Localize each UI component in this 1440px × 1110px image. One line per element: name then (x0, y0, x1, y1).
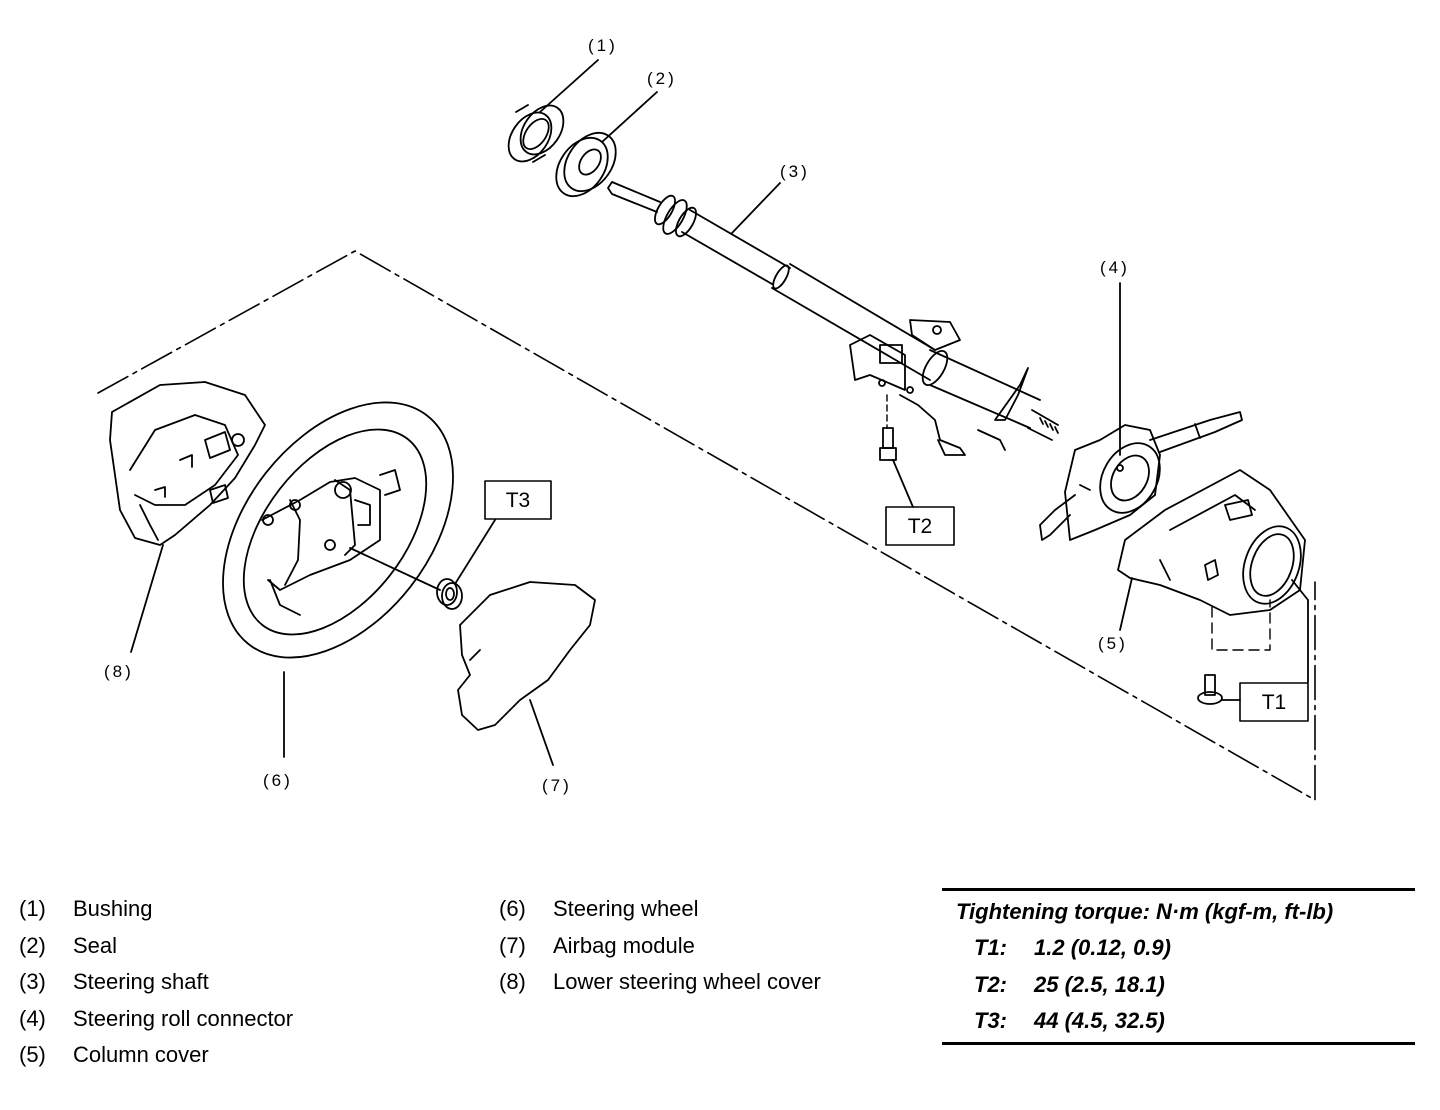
legend-item: (6) Steering wheel (499, 891, 821, 928)
assembly-boundary-line (97, 250, 1316, 801)
cover-alignment-dashes (1211, 599, 1271, 651)
torque-value: 1.2 (0.12, 0.9) (1034, 935, 1171, 960)
bushing-part (507, 104, 565, 163)
torque-code: T1: (974, 935, 1007, 960)
torque-box-t1: T1 (1262, 691, 1287, 714)
seal-part (555, 132, 617, 197)
legend-name: Lower steering wheel cover (553, 969, 821, 994)
legend-name: Steering wheel (553, 896, 699, 921)
steering-roll-connector-part (1039, 411, 1243, 541)
callout-1: (1) (588, 36, 618, 55)
torque-box-t2: T2 (908, 515, 933, 538)
legend-item: (5) Column cover (19, 1037, 293, 1074)
callout-6: (6) (263, 771, 293, 790)
callout-4: (4) (1100, 258, 1130, 277)
legend-number: (8) (499, 969, 526, 994)
column-cover-part (1117, 469, 1306, 616)
tightening-torque-table: Tightening torque: N·m (kgf-m, ft-lb) T1… (942, 888, 1415, 1045)
legend-item: (8) Lower steering wheel cover (499, 964, 821, 1001)
legend-item: (4) Steering roll connector (19, 1001, 293, 1038)
parts-legend-middle: (6) Steering wheel (7) Airbag module (8) Lo… (499, 891, 821, 1001)
legend-item: (2) Seal (19, 928, 293, 965)
legend-number: (7) (499, 932, 526, 958)
legend-item: (1) Bushing (19, 891, 293, 928)
legend-name: Seal (73, 932, 118, 958)
legend-number: (6) (499, 896, 526, 921)
legend-name: Column cover (73, 1042, 209, 1067)
steering-wheel-part (222, 401, 454, 659)
torque-value: 44 (4.5, 32.5) (1034, 1008, 1165, 1033)
legend-number: (1) (19, 896, 46, 921)
legend-item: (3) Steering shaft (19, 964, 293, 1001)
airbag-module-part (457, 581, 596, 731)
legend-number: (2) (19, 932, 46, 958)
callout-2: (2) (647, 69, 677, 88)
lower-steering-wheel-cover-part (109, 381, 266, 546)
legend-item: (7) Airbag module (499, 928, 821, 965)
t2-bolt (879, 427, 897, 461)
legend-number: (5) (19, 1042, 46, 1067)
torque-row-t1: T1: 1.2 (0.12, 0.9) (974, 935, 1171, 961)
legend-number: (4) (19, 1005, 46, 1031)
torque-code: T3: (974, 1008, 1007, 1033)
exploded-view-diagram: (1) (2) (3) (4) (5) (6) (7) (8) T3 T2 T1 (97, 36, 1316, 801)
t3-nut (436, 578, 463, 610)
legend-name: Steering roll connector (73, 1005, 294, 1031)
t1-screw (1197, 674, 1223, 705)
callout-3: (3) (780, 162, 810, 181)
torque-value: 25 (2.5, 18.1) (1034, 972, 1165, 997)
callout-5: (5) (1098, 634, 1128, 653)
legend-name: Bushing (73, 896, 153, 921)
torque-row-t3: T3: 44 (4.5, 32.5) (974, 1008, 1165, 1034)
steering-shaft-part (607, 181, 1059, 456)
torque-row-t2: T2: 25 (2.5, 18.1) (974, 972, 1165, 998)
callout-8: (8) (104, 662, 134, 681)
parts-legend-left: (1) Bushing (2) Seal (3) Steering shaft (4)… (19, 891, 293, 1074)
legend-name: Steering shaft (73, 969, 209, 994)
legend-name: Airbag module (553, 932, 695, 958)
legend-number: (3) (19, 969, 46, 994)
torque-box-t3: T3 (506, 489, 531, 512)
torque-code: T2: (974, 972, 1007, 997)
torque-table-header: Tightening torque: N·m (kgf-m, ft-lb) (956, 899, 1334, 924)
callout-7: (7) (542, 776, 572, 795)
